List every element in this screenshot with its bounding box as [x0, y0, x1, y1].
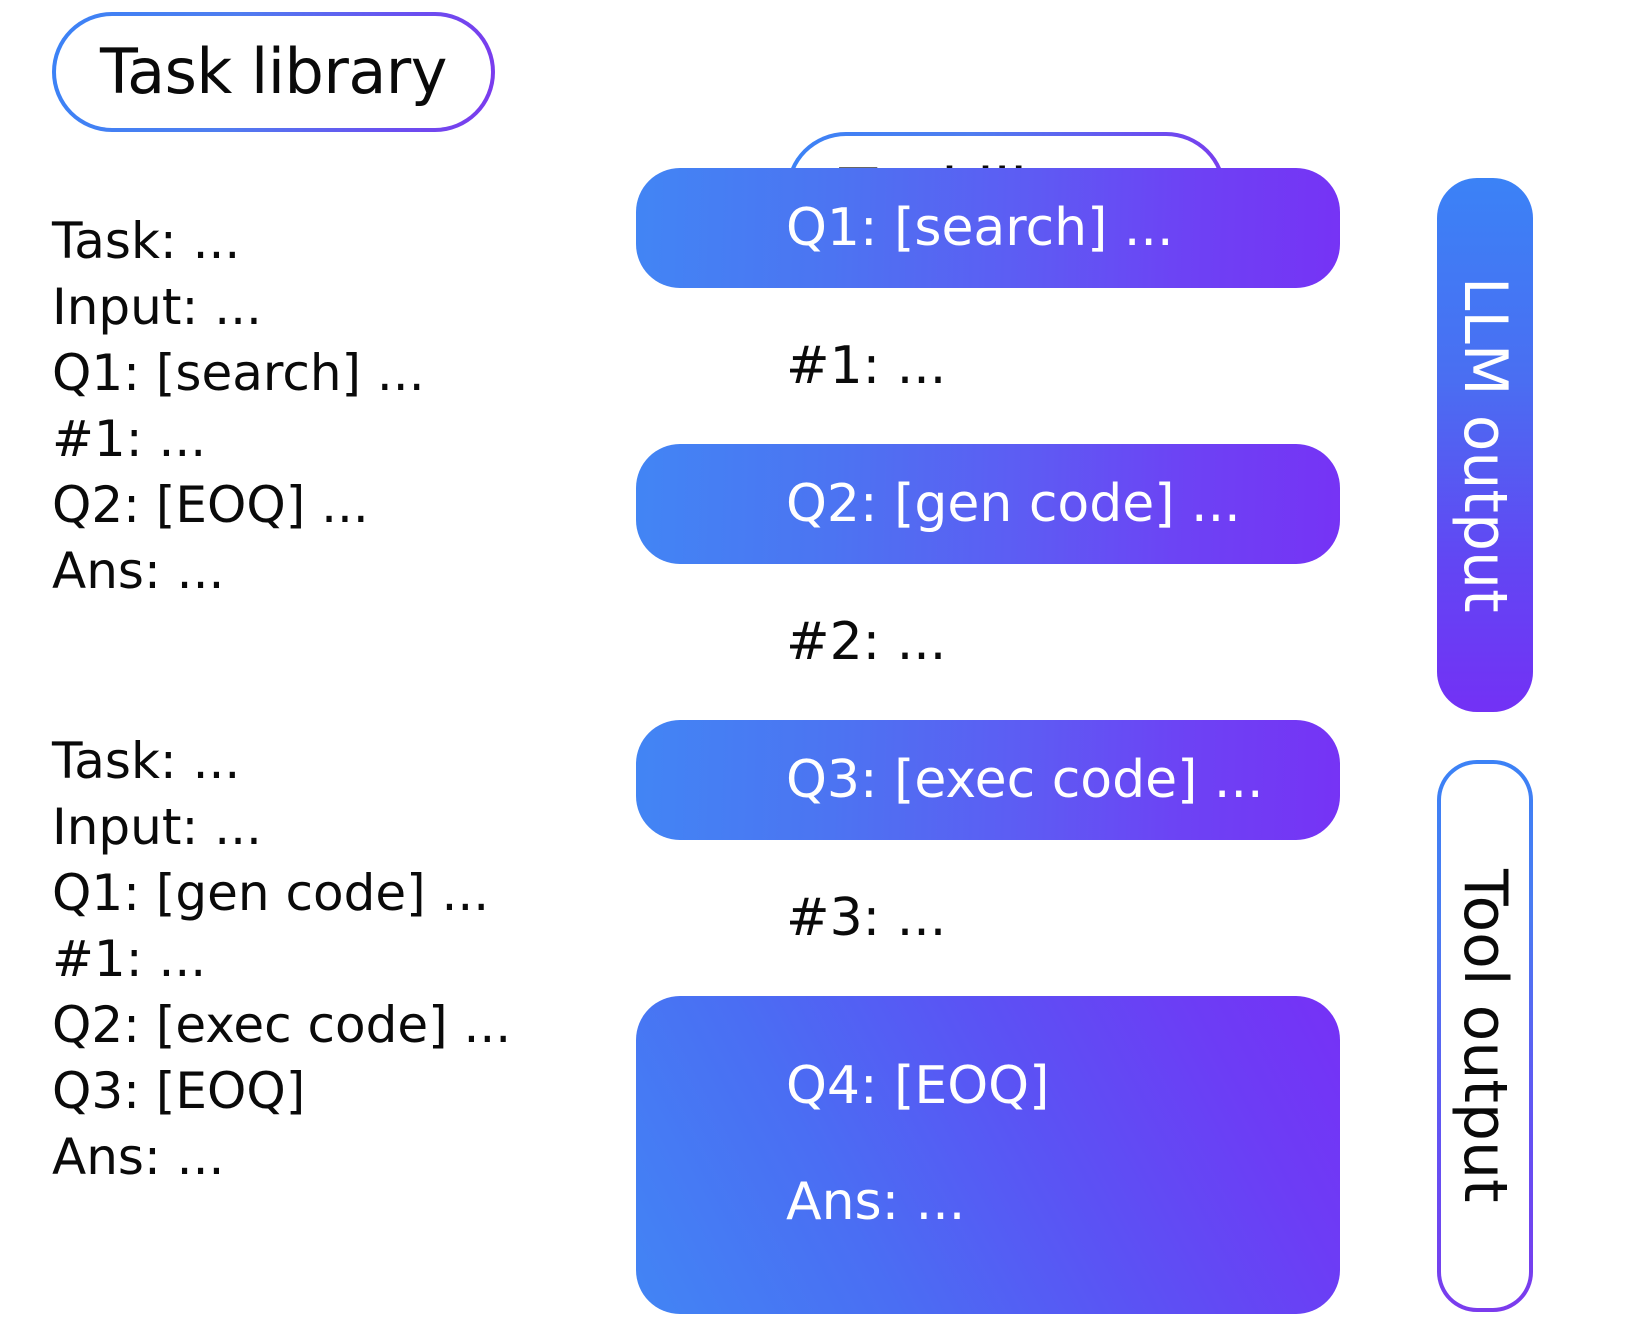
- llm-output-card: LLM output: [1437, 178, 1533, 712]
- tool-row-hash3: #3: ...: [670, 858, 1346, 978]
- task-card-2-line-2: Input: ...: [52, 798, 262, 856]
- tool-row-hash1: #1: ...: [670, 306, 1346, 426]
- task-card-2-line-6: Q3: [EOQ]: [52, 1062, 306, 1120]
- tool-row-q1: Q1: [search] ...: [636, 168, 1340, 288]
- tool-output-card: Tool output: [1437, 760, 1533, 1312]
- task-card-1-line-6: Ans: ...: [52, 542, 225, 600]
- task-card-2-line-4: #1: ...: [52, 930, 207, 988]
- task-library-header-label: Task library: [100, 35, 448, 108]
- tool-row-hash3-label: #3: ...: [786, 887, 947, 948]
- task-card-2-line-1: Task: ...: [52, 732, 241, 790]
- task-card-2: Task: ... Input: ... Q1: [gen code] ... …: [6, 688, 540, 1310]
- task-card-1-lines: Task: ... Input: ... Q1: [search] ... #1…: [52, 208, 516, 604]
- tool-row-hash2-label: #2: ...: [786, 611, 947, 672]
- tool-row-q4: Q4: [EOQ] Ans: ...: [636, 996, 1340, 1314]
- task-card-1-line-3: Q1: [search] ...: [52, 344, 425, 402]
- llm-output-label: LLM output: [1450, 277, 1520, 613]
- task-card-1-line-1: Task: ...: [52, 212, 241, 270]
- tool-row-hash1-label: #1: ...: [786, 335, 947, 396]
- task-card-2-line-5: Q2: [exec code] ...: [52, 996, 512, 1054]
- task-card-2-lines: Task: ... Input: ... Q1: [gen code] ... …: [52, 728, 516, 1190]
- tool-row-q4-label: Q4: [EOQ]: [786, 1056, 1050, 1116]
- tool-output-label: Tool output: [1450, 869, 1520, 1203]
- task-library-header: Task library: [52, 12, 495, 132]
- tool-row-q1-label: Q1: [search] ...: [786, 197, 1174, 258]
- tool-row-q2-label: Q2: [gen code] ...: [786, 473, 1241, 534]
- tool-row-q2: Q2: [gen code] ...: [636, 444, 1340, 564]
- task-card-1: Task: ... Input: ... Q1: [search] ... #1…: [6, 168, 540, 640]
- tool-row-hash2: #2: ...: [670, 582, 1346, 702]
- tool-row-q4-answer: Ans: ...: [786, 1172, 966, 1232]
- task-card-1-line-5: Q2: [EOQ] ...: [52, 476, 369, 534]
- task-card-1-line-4: #1: ...: [52, 410, 207, 468]
- tool-row-q3-label: Q3: [exec code] ...: [786, 749, 1264, 810]
- task-card-2-line-7: Ans: ...: [52, 1128, 225, 1186]
- tool-row-q3: Q3: [exec code] ...: [636, 720, 1340, 840]
- task-card-1-line-2: Input: ...: [52, 278, 262, 336]
- task-card-2-line-3: Q1: [gen code] ...: [52, 864, 490, 922]
